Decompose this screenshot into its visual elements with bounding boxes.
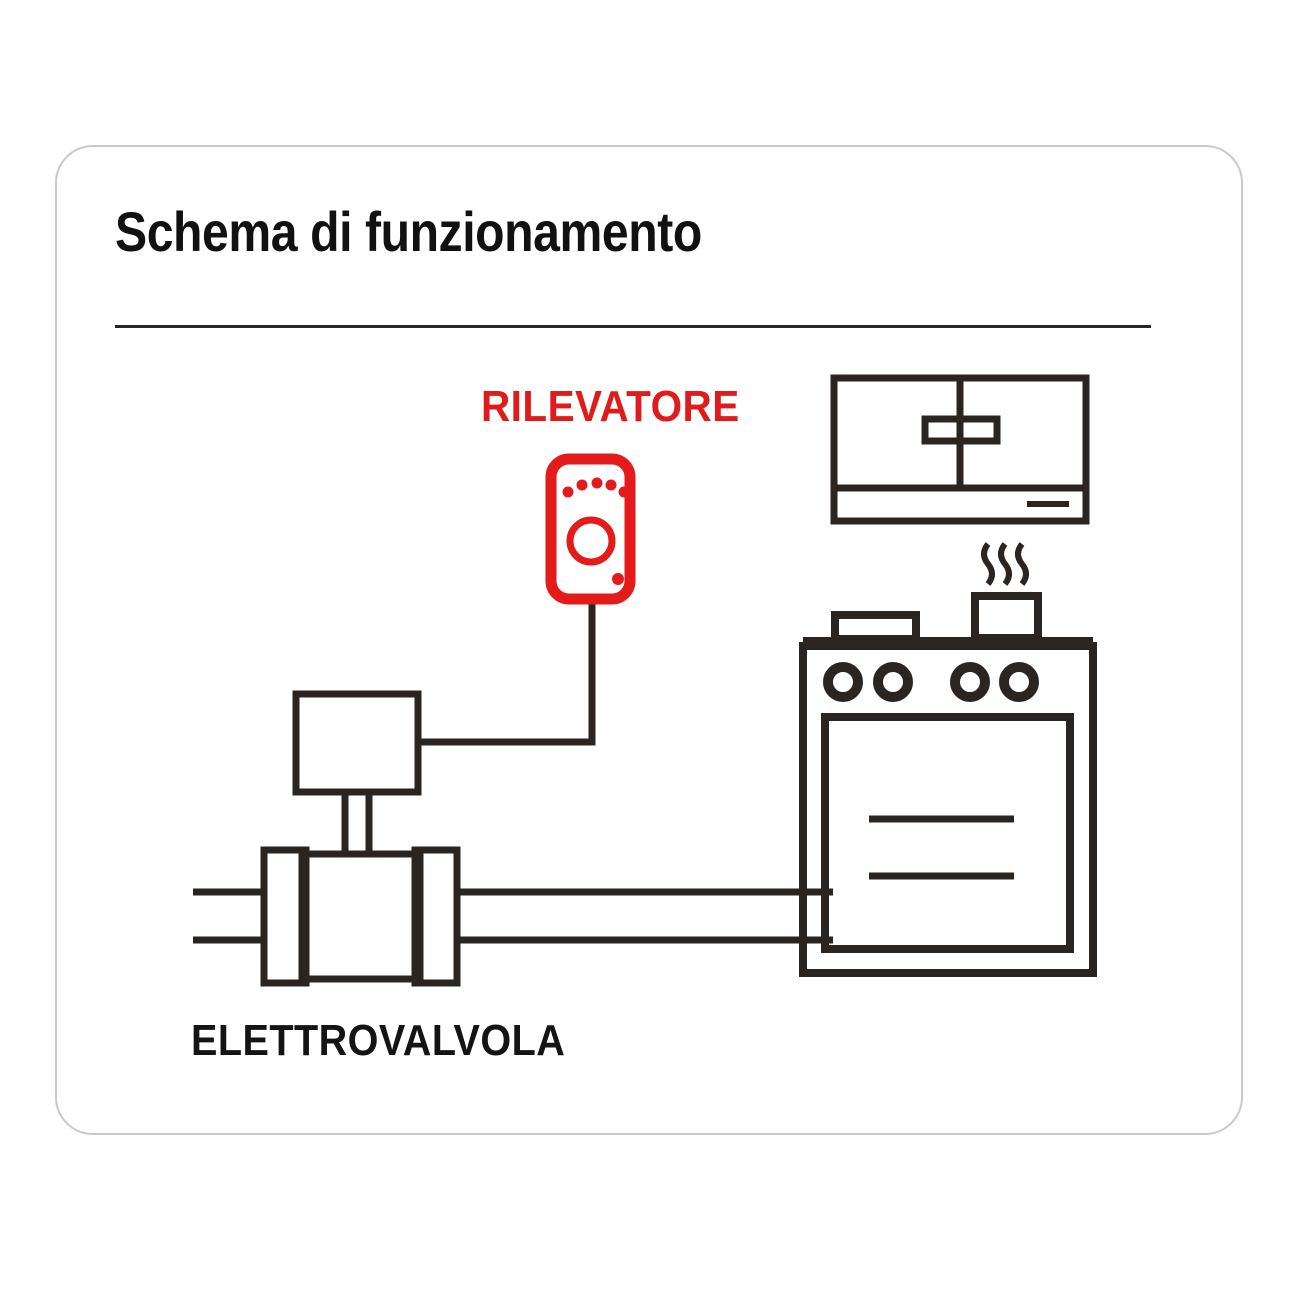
detector-led-3 <box>591 477 603 489</box>
burner-4 <box>999 662 1039 702</box>
signal-wire <box>417 597 596 746</box>
detector-led-1 <box>562 486 574 498</box>
detector-led-4 <box>605 479 617 491</box>
gas-detector <box>545 453 636 605</box>
valve-stem <box>341 788 373 858</box>
burner-3 <box>950 662 990 702</box>
valve-actuator-box <box>292 690 422 796</box>
detector-label: RILEVATORE <box>481 381 740 430</box>
detector-led-5 <box>618 486 630 498</box>
title-divider <box>115 325 1151 328</box>
pan <box>831 611 920 643</box>
schematic-diagram: RILEVATORE <box>191 374 1097 1064</box>
gas-pipe <box>193 888 833 944</box>
valve-left-flange <box>260 846 310 987</box>
cooker-body <box>799 642 1097 977</box>
solenoid-valve <box>260 690 461 987</box>
wall-cabinet <box>830 374 1090 525</box>
pot <box>971 592 1042 642</box>
valve-body <box>298 850 424 983</box>
detector-led-2 <box>576 479 588 491</box>
steam-icon <box>981 542 1029 586</box>
detector-status-dot <box>612 573 624 585</box>
cooker <box>799 542 1097 977</box>
page-title: Schema di funzionamento <box>115 200 702 263</box>
burner-1 <box>823 662 863 702</box>
oven-door <box>821 713 1074 953</box>
diagram-card: Schema di funzionamento RILEVATORE <box>55 145 1243 1135</box>
burner-2 <box>873 662 913 702</box>
detector-sensor-circle <box>566 516 616 566</box>
valve-label: ELETTROVALVOLA <box>191 1015 565 1064</box>
valve-right-flange <box>411 846 461 987</box>
